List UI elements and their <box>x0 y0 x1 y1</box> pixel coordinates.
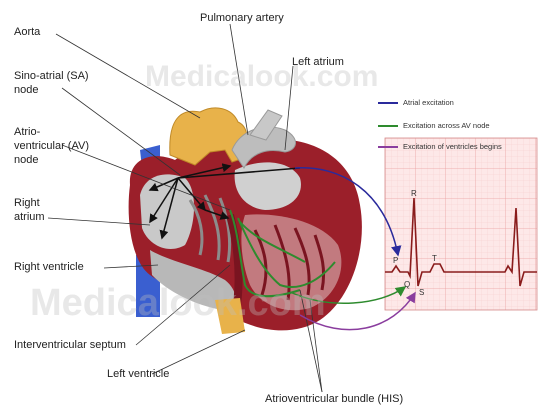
ecg-label-q: Q <box>404 280 410 289</box>
label-right-atrium-line2: atrium <box>14 211 45 224</box>
label-right-ventricle: Right ventricle <box>14 261 84 274</box>
label-av-node-line2: ventricular (AV) <box>14 140 89 153</box>
label-av-node-line1: Atrio- <box>14 126 40 139</box>
legend-label-atrial: Atrial excitation <box>403 98 454 107</box>
label-av-node-line3: node <box>14 154 38 167</box>
label-sa-node-line2: node <box>14 84 38 97</box>
ecg-label-t: T <box>432 254 437 263</box>
label-sa-node-line1: Sino-atrial (SA) <box>14 70 89 83</box>
ecg-label-r: R <box>411 189 417 198</box>
ecg-label-p: P <box>393 256 398 265</box>
label-pulmonary-artery: Pulmonary artery <box>200 12 284 25</box>
legend-label-av: Excitation across AV node <box>403 121 490 130</box>
label-interventricular-septum: Interventricular septum <box>14 339 126 352</box>
label-left-atrium: Left atrium <box>292 56 344 69</box>
legend-label-ventricles: Excitation of ventricles begins <box>403 142 502 151</box>
watermark-bottom: Medicalook.com <box>30 282 326 325</box>
label-left-ventricle: Left ventricle <box>107 368 169 381</box>
ecg-label-s: S <box>419 288 424 297</box>
label-his-bundle: Atrioventricular bundle (HIS) <box>265 393 403 406</box>
label-aorta: Aorta <box>14 26 40 39</box>
label-right-atrium-line1: Right <box>14 197 40 210</box>
